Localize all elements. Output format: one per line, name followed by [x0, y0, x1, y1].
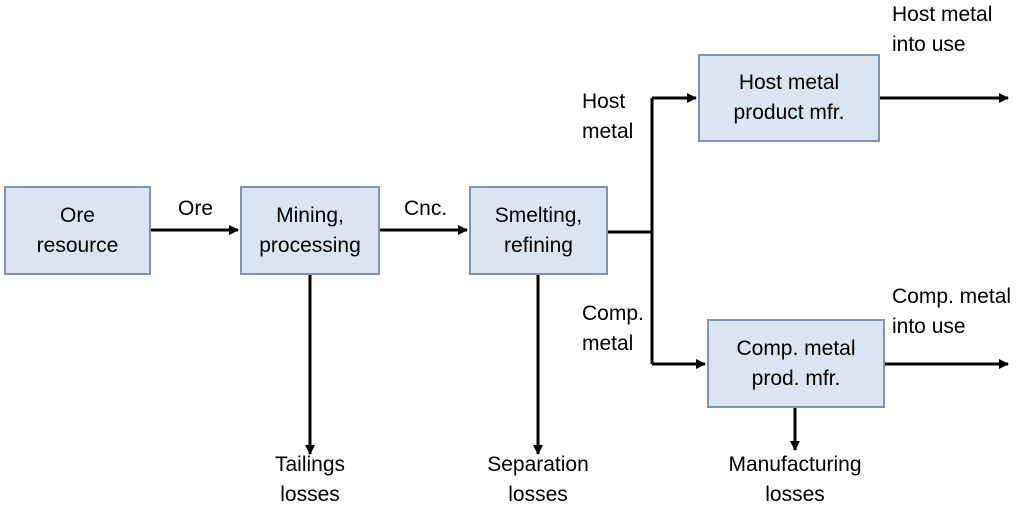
edge-label-host-metal: Host metal: [582, 87, 633, 147]
edge-label-host-metal-line1: Host: [582, 90, 626, 113]
output-tailings-losses-line2: losses: [280, 483, 340, 506]
node-ore-resource-line2: resource: [36, 233, 119, 257]
node-comp-metal-product: Comp. metal prod. mfr.: [707, 319, 885, 408]
edge-label-ore: Ore: [178, 197, 214, 220]
node-mining-processing-line2: processing: [259, 233, 361, 257]
node-host-metal-product-line1: Host metal: [738, 71, 840, 94]
output-host-into-use-line1: Host metal: [892, 3, 993, 26]
node-ore-resource-line1: Ore: [59, 203, 95, 227]
output-comp-into-use: Comp. metal into use: [892, 282, 1011, 342]
output-separation-losses: Separation losses: [458, 450, 618, 510]
output-manufacturing-losses-line2: losses: [765, 483, 825, 506]
edge-label-comp-metal: Comp. metal: [582, 299, 644, 359]
output-comp-into-use-line2: into use: [892, 315, 966, 338]
node-smelting-refining: Smelting, refining: [469, 186, 608, 275]
node-comp-metal-product-line2: prod. mfr.: [751, 366, 841, 390]
node-smelting-refining-line2: refining: [504, 233, 573, 257]
edge-label-comp-metal-line1: Comp.: [582, 302, 644, 325]
node-mining-processing-line1: Mining,: [276, 203, 344, 227]
node-ore-resource: Ore resource: [4, 186, 151, 275]
output-separation-losses-line2: losses: [508, 483, 568, 506]
edge-label-cnc: Cnc.: [404, 197, 448, 220]
node-smelting-refining-line1: Smelting,: [494, 203, 583, 227]
node-host-metal-product-line2: product mfr.: [733, 101, 845, 124]
output-tailings-losses: Tailings losses: [240, 450, 380, 510]
node-mining-processing: Mining, processing: [240, 186, 380, 275]
output-manufacturing-losses: Manufacturing losses: [685, 450, 905, 510]
output-tailings-losses-line1: Tailings: [274, 453, 346, 476]
output-host-into-use-line2: into use: [892, 33, 966, 56]
node-host-metal-product: Host metal product mfr.: [698, 54, 880, 142]
output-comp-into-use-line1: Comp. metal: [892, 285, 1012, 308]
output-manufacturing-losses-line1: Manufacturing: [728, 453, 862, 476]
edge-label-comp-metal-line2: metal: [582, 332, 634, 355]
edge-label-host-metal-line2: metal: [582, 120, 634, 143]
output-separation-losses-line1: Separation: [487, 453, 589, 476]
output-host-into-use: Host metal into use: [892, 0, 992, 60]
node-comp-metal-product-line1: Comp. metal: [736, 336, 856, 360]
